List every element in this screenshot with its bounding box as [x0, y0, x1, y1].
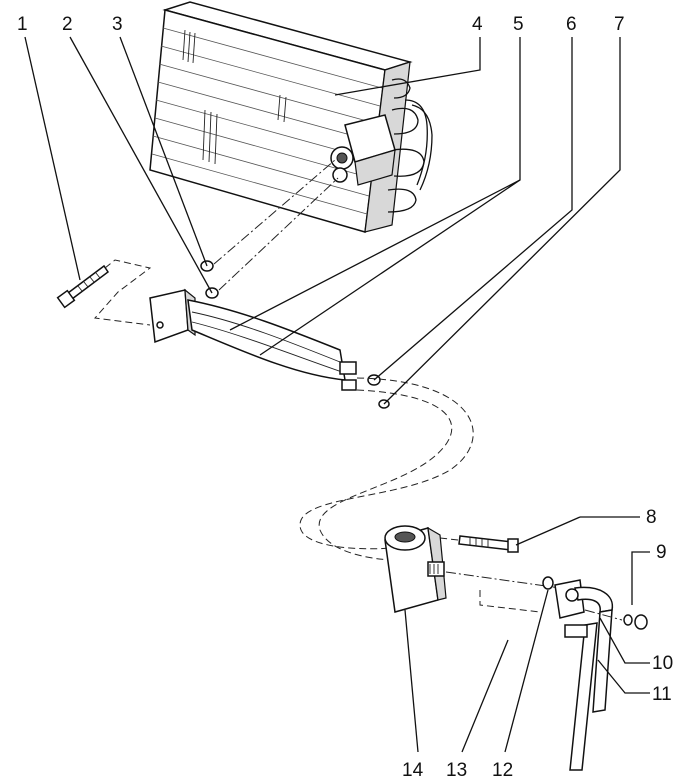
leader-lines: [24, 36, 650, 753]
receiver-bolt: [458, 535, 519, 553]
callout-8: 8: [646, 507, 657, 528]
evaporator-fins: [151, 27, 383, 215]
callout-11: 11: [652, 684, 672, 705]
pipe-fitting: [554, 579, 614, 771]
callout-10: 10: [652, 653, 673, 674]
expansion-valve: [330, 114, 396, 186]
o-ring-12: [542, 576, 554, 590]
callout-labels: 1 2 3 4 5 6 7 8 9 10 11 12 13 14: [17, 14, 673, 781]
evaporator-core: [149, 1, 433, 233]
hose-route: [318, 389, 453, 561]
callout-13: 13: [446, 760, 467, 781]
callout-6: 6: [566, 14, 577, 35]
mounting-bolt: [56, 264, 110, 309]
nut-washer: [623, 614, 648, 630]
evaporator-tube-bends: [387, 78, 433, 213]
callout-2: 2: [62, 14, 73, 35]
callout-12: 12: [492, 760, 513, 781]
o-rings-upper: [200, 159, 339, 299]
callout-7: 7: [614, 14, 625, 35]
callout-3: 3: [112, 14, 123, 35]
callout-1: 1: [17, 14, 28, 35]
hose-assembly: [149, 288, 357, 391]
bolt-alignment-line: [93, 259, 152, 326]
pipe-alignment-line: [445, 571, 561, 589]
callout-14: 14: [402, 760, 424, 781]
callout-9: 9: [656, 542, 667, 563]
callout-5: 5: [513, 14, 524, 35]
receiver-drier: [384, 525, 447, 613]
callout-4: 4: [472, 14, 483, 35]
